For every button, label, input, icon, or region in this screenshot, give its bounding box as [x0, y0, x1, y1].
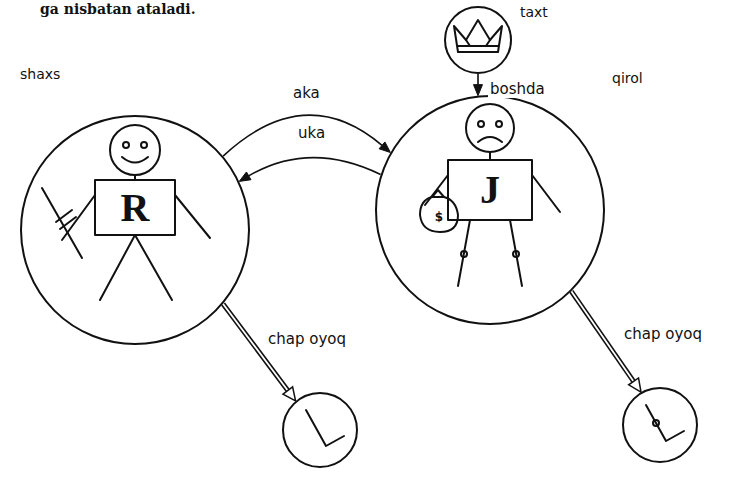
figure-letter: R: [121, 188, 150, 228]
node-heading: taxt: [520, 4, 548, 20]
concept-circle: qirol: [375, 95, 605, 325]
relation-arrow: [223, 115, 390, 156]
part-circle: [622, 387, 698, 463]
relation-label: chap oyoq: [266, 330, 348, 348]
node-heading: shaxs: [20, 66, 60, 82]
relation-label: boshda: [488, 80, 547, 98]
part-circle: [282, 392, 358, 468]
money-sign: $: [435, 211, 443, 223]
relation-label: uka: [296, 124, 327, 142]
figure-letter: J: [480, 170, 500, 210]
relation-label: aka: [291, 84, 322, 102]
caption-fragment: ga nisbatan ataladi.: [40, 2, 196, 16]
node-heading: qirol: [612, 70, 643, 86]
relation-arrow: [239, 158, 380, 182]
concept-circle: shaxs: [20, 115, 250, 345]
relation-arrow: [473, 74, 482, 96]
concept-circle: taxt: [444, 6, 512, 74]
part-link: [223, 304, 295, 401]
relation-label: chap oyoq: [622, 325, 704, 343]
